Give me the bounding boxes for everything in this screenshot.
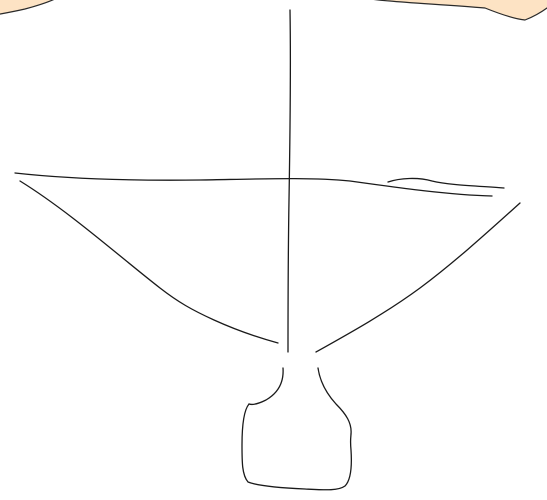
left-neck-curve: [248, 367, 284, 406]
right-top-shape: [373, 0, 547, 21]
horizontal-line: [14, 172, 493, 197]
small-squiggle: [387, 177, 505, 189]
left-diagonal: [19, 180, 279, 344]
bottom-loop: [241, 403, 352, 491]
right-neck-curve: [317, 367, 352, 435]
left-top-shape: [0, 0, 54, 15]
right-diagonal: [315, 202, 521, 353]
vertical-line: [287, 9, 292, 353]
